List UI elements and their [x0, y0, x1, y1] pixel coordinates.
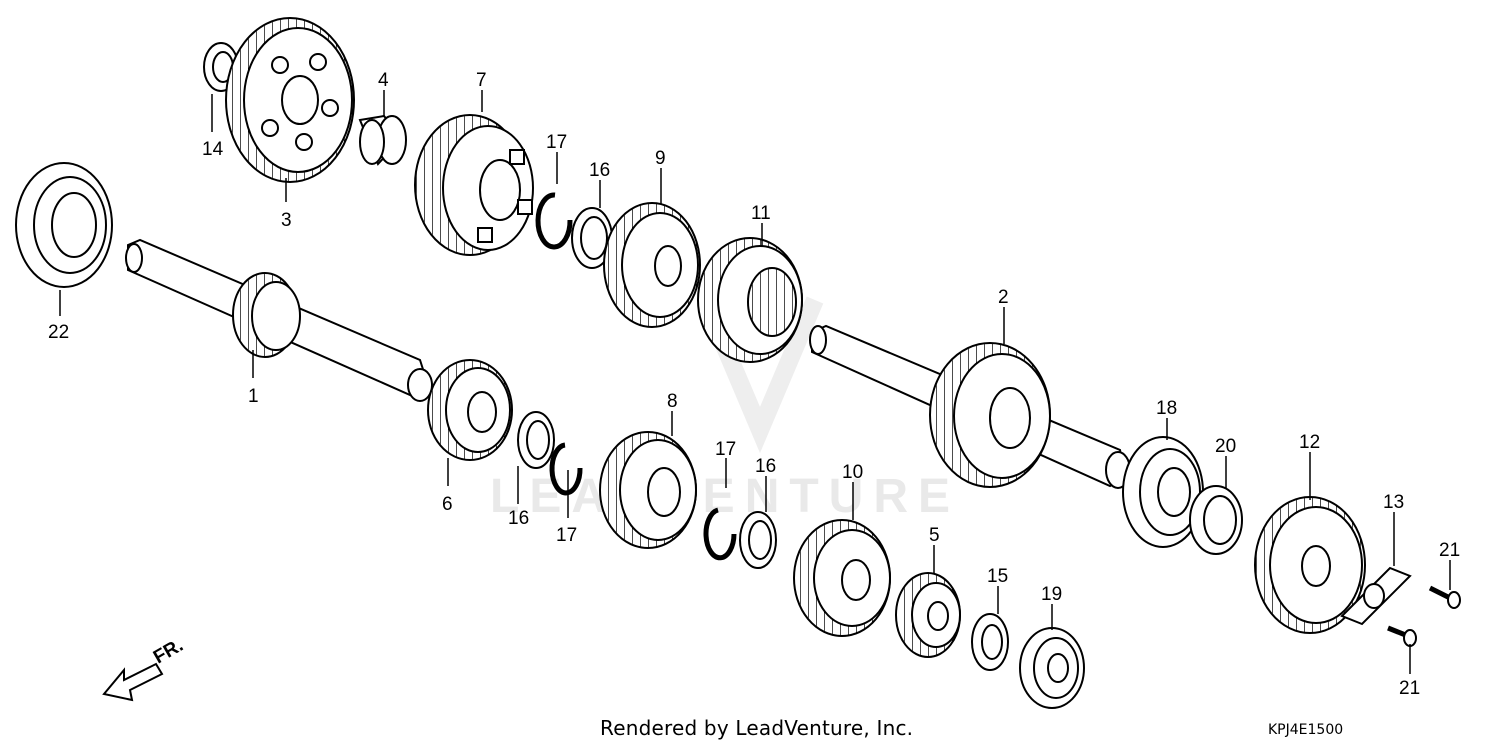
- part-8-gear[interactable]: [599, 431, 697, 549]
- part-11-gear[interactable]: [697, 237, 803, 363]
- callout-22: 22: [48, 322, 69, 343]
- callout-4: 4: [378, 70, 389, 91]
- callout-17-lower-left: 17: [556, 525, 577, 546]
- part-1-main-shaft[interactable]: [125, 238, 433, 402]
- part-3-gear[interactable]: [225, 17, 355, 183]
- callout-17-lower-right: 17: [715, 439, 736, 460]
- watermark-text: LEADVENTURE: [490, 470, 960, 523]
- watermark: LEADVENTURE: [490, 296, 960, 523]
- callout-21-upper: 21: [1439, 540, 1460, 561]
- part-16-washer-lower-right[interactable]: [739, 511, 777, 569]
- part-16-washer-upper[interactable]: [571, 207, 613, 269]
- part-10-gear[interactable]: [793, 519, 891, 637]
- callout-5: 5: [929, 525, 940, 546]
- part-7-gear[interactable]: [414, 114, 534, 256]
- callout-9: 9: [655, 148, 666, 169]
- callout-8: 8: [667, 391, 678, 412]
- part-13-fixing-plate[interactable]: [1340, 566, 1412, 626]
- part-17-circlip-upper[interactable]: [535, 192, 573, 250]
- callout-20: 20: [1215, 436, 1236, 457]
- part-6-gear[interactable]: [427, 359, 513, 461]
- leader-lines: [59, 90, 1451, 674]
- callout-16-lower-right: 16: [755, 456, 776, 477]
- diagram-code: KPJ4E1500: [1268, 722, 1344, 738]
- callout-16-upper: 16: [589, 160, 610, 181]
- callout-12: 12: [1299, 432, 1320, 453]
- callout-19: 19: [1041, 584, 1062, 605]
- part-20-oil-seal[interactable]: [1189, 485, 1243, 555]
- part-19-bearing[interactable]: [1019, 627, 1085, 709]
- part-9-gear[interactable]: [603, 202, 701, 328]
- callout-1: 1: [248, 386, 259, 407]
- part-4-bushing[interactable]: [358, 114, 407, 166]
- callout-6: 6: [442, 494, 453, 515]
- callout-10: 10: [842, 462, 863, 483]
- callout-labels: 22 1 3 14 4 7 17 16 9 11 2 6 16 17 8 17 …: [48, 70, 1460, 699]
- part-21-bolt-upper[interactable]: [1428, 585, 1461, 609]
- part-17-circlip-lower-left[interactable]: [549, 442, 583, 496]
- callout-17-upper: 17: [546, 132, 567, 153]
- callout-7: 7: [476, 70, 487, 91]
- part-5-gear[interactable]: [895, 572, 961, 658]
- callout-15: 15: [987, 566, 1008, 587]
- front-direction-arrow-icon: [102, 662, 164, 702]
- callout-3: 3: [281, 210, 292, 231]
- part-21-bolt-lower[interactable]: [1387, 625, 1417, 647]
- footer-credit: Rendered by LeadVenture, Inc.: [600, 716, 914, 740]
- part-17-circlip-lower-right[interactable]: [703, 507, 737, 561]
- callout-2: 2: [998, 287, 1009, 308]
- part-22-bearing[interactable]: [15, 162, 113, 288]
- part-18-bearing[interactable]: [1122, 436, 1204, 548]
- part-2-counter-shaft[interactable]: [809, 324, 1131, 489]
- part-15-washer[interactable]: [971, 613, 1009, 671]
- callout-13: 13: [1383, 492, 1404, 513]
- part-12-drive-sprocket[interactable]: [1254, 496, 1366, 634]
- part-16-washer-lower-left[interactable]: [517, 411, 555, 469]
- callout-16-lower-left: 16: [508, 508, 529, 529]
- callout-11: 11: [751, 203, 771, 224]
- callout-18: 18: [1156, 398, 1177, 419]
- callout-14: 14: [202, 139, 224, 160]
- callout-21-lower: 21: [1399, 678, 1420, 699]
